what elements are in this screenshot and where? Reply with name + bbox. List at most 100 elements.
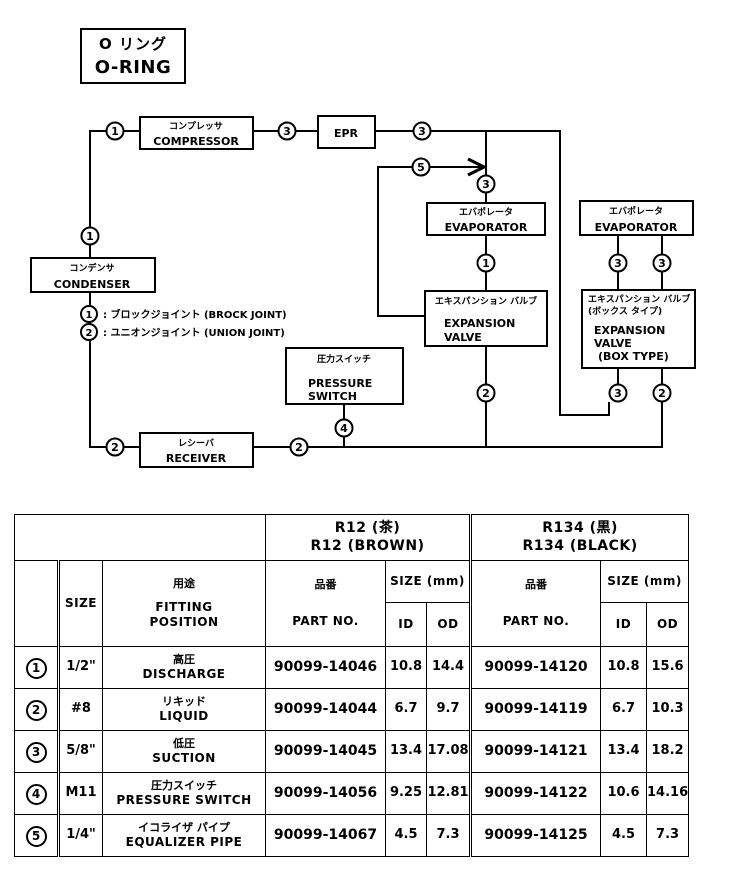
evaporator1-en: EVAPORATOR xyxy=(445,221,528,234)
row-marker: 3 xyxy=(14,730,59,773)
joint-marker-circle xyxy=(412,121,432,141)
header-r12-part: 品番 PART NO. xyxy=(265,560,386,647)
header-r134-part-en: PART NO. xyxy=(502,613,570,628)
row-marker-circle: 1 xyxy=(25,657,47,679)
header-r12-part-en: PART NO. xyxy=(292,613,359,628)
header-r12-id: ID xyxy=(385,602,427,647)
row-size: 1/4" xyxy=(57,814,103,857)
row-fitting-jp: リキッド xyxy=(162,695,206,709)
legend-marker-1: 1 xyxy=(86,310,93,321)
receiver-jp: レシーバ xyxy=(178,438,214,449)
joint-marker-circle xyxy=(608,383,628,403)
row-r12-id: 6.7 xyxy=(385,688,427,731)
header-r12: R12 (茶) R12 (BROWN) xyxy=(265,514,472,561)
legend-marker-2: 2 xyxy=(86,328,93,339)
row-marker: 1 xyxy=(14,646,59,689)
joint-marker-ps-bottom: 4 xyxy=(340,422,348,435)
header-fitting-en2: POSITION xyxy=(149,615,219,630)
header-fitting: 用途 FITTING POSITION xyxy=(102,560,266,647)
expansion-valve-en2: VALVE xyxy=(444,331,482,344)
receiver-en: RECEIVER xyxy=(166,452,227,465)
row-r12-od: 12.81 xyxy=(426,772,472,815)
condenser-en: CONDENSER xyxy=(54,278,131,291)
header-r134-od: OD xyxy=(645,602,690,647)
joint-marker-comp-out: 3 xyxy=(283,125,291,138)
receiver-box: レシーバ RECEIVER xyxy=(139,432,254,468)
condenser-jp: コンデンサ xyxy=(69,262,114,274)
pipe-box-r-down xyxy=(344,402,663,448)
row-size: 1/2" xyxy=(57,646,103,689)
row-r12-id: 13.4 xyxy=(385,730,427,773)
row-size: #8 xyxy=(57,688,103,731)
row-r12-od: 7.3 xyxy=(426,814,472,857)
box-valve-jp2: (ボックス タイプ) xyxy=(588,305,662,317)
joint-marker-circle xyxy=(277,121,297,141)
header-r134-id: ID xyxy=(600,602,647,647)
evaporator1-jp: エバポレータ xyxy=(459,206,513,218)
joint-marker-circle xyxy=(476,253,496,273)
row-marker-circle: 3 xyxy=(25,741,47,763)
row-fitting-en: SUCTION xyxy=(152,750,216,765)
box-valve-jp1: エキスパンション バルブ xyxy=(588,293,690,305)
header-r12-od: OD xyxy=(426,602,472,647)
box-valve-en3: (BOX TYPE) xyxy=(598,350,669,363)
joint-marker-equalizer: 5 xyxy=(417,161,425,174)
compressor-jp: コンプレッサ xyxy=(169,120,223,132)
joint-marker-evap2-right: 3 xyxy=(658,257,666,270)
joint-marker-circle xyxy=(80,226,100,246)
title-jp: O リング xyxy=(99,35,167,53)
epr-label: EPR xyxy=(334,127,359,140)
evaporator2-jp: エバポレータ xyxy=(609,205,663,217)
header-r134-part-jp: 品番 xyxy=(525,578,547,592)
row-r134-od: 7.3 xyxy=(645,814,690,857)
header-r134: R134 (黒) R134 (BLACK) xyxy=(469,514,690,561)
header-r134-line1: R134 (黒) xyxy=(542,520,618,536)
row-size: 5/8" xyxy=(57,730,103,773)
joint-marker-circle xyxy=(476,174,496,194)
legend: 1 : ブロックジョイント (BROCK JOINT) 2 : ユニオンジョイン… xyxy=(80,305,287,341)
pipe-condenser-compressor xyxy=(89,130,106,258)
legend-text-1: : ブロックジョイント (BROCK JOINT) xyxy=(103,308,287,321)
joint-marker-rec-left: 2 xyxy=(111,441,119,454)
pressure-switch-jp: 圧力スイッチ xyxy=(317,353,371,365)
joint-marker-evap1-in: 3 xyxy=(482,178,490,191)
row-size: M11 xyxy=(57,772,103,815)
legend-text-2: : ユニオンジョイント (UNION JOINT) xyxy=(103,327,285,339)
header-fitting-jp: 用途 xyxy=(173,576,195,590)
pipe-cond-rec xyxy=(89,292,106,448)
row-r12-od: 17.08 xyxy=(426,730,472,773)
row-fitting-jp: イコライザ パイプ xyxy=(138,821,230,835)
row-fitting-en: EQUALIZER PIPE xyxy=(125,834,243,849)
joint-marker-comp-in: 1 xyxy=(111,125,119,138)
header-empty xyxy=(14,514,266,561)
title-box: O リング O-RING xyxy=(80,28,186,84)
epr-box: EPR xyxy=(317,115,376,149)
joint-marker-epr-out: 3 xyxy=(418,125,426,138)
header-r134-size: SIZE (mm) xyxy=(599,560,690,603)
header-fitting-en1: FITTING xyxy=(155,600,213,615)
row-r134-id: 6.7 xyxy=(600,688,647,731)
row-r12-part: 90099-14045 xyxy=(265,730,386,773)
expansion-valve-en1: EXPANSION xyxy=(444,317,515,330)
pipe-epr-right xyxy=(431,130,610,416)
joint-marker-box-bottom-right: 2 xyxy=(658,387,666,400)
title-en: O-RING xyxy=(94,57,172,78)
row-r12-part: 90099-14056 xyxy=(265,772,386,815)
joint-marker-exp-bottom: 2 xyxy=(482,387,490,400)
row-r134-id: 10.6 xyxy=(600,772,647,815)
row-r134-id: 4.5 xyxy=(600,814,647,857)
row-r134-part: 90099-14119 xyxy=(470,688,601,731)
header-marker-col xyxy=(14,560,59,647)
expansion-valve-box-type: エキスパンション バルブ (ボックス タイプ) EXPANSION VALVE … xyxy=(581,289,696,369)
expansion-valve-box: エキスパンション バルブ EXPANSION VALVE xyxy=(424,290,548,347)
row-r12-id: 9.25 xyxy=(385,772,427,815)
pressure-switch-box: 圧力スイッチ PRESSURE SWITCH xyxy=(285,347,404,405)
joint-marker-circle xyxy=(105,437,125,457)
evaporator2-en: EVAPORATOR xyxy=(595,221,678,234)
joint-marker-evap2-left: 3 xyxy=(614,257,622,270)
